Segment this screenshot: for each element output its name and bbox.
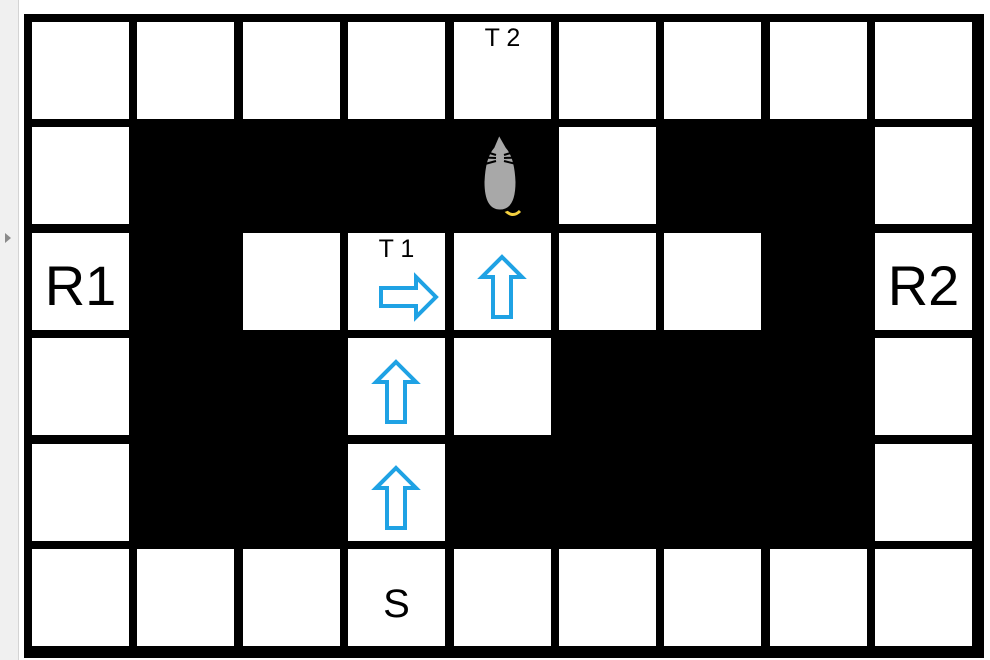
wall-cell-r4-c6 — [664, 444, 770, 541]
open-cell-r5-c0 — [32, 549, 129, 646]
wall-cell-r3-c6 — [664, 338, 770, 444]
open-cell-r2-c8: R2 — [875, 233, 972, 330]
open-cell-r2-c0: R1 — [32, 233, 129, 330]
wall-cell-r1-c1 — [137, 127, 243, 233]
open-cell-r3-c8 — [875, 338, 972, 435]
open-cell-r0-c5 — [559, 22, 656, 119]
open-cell-r1-c8 — [875, 127, 972, 224]
open-cell-r5-c5 — [559, 549, 656, 646]
wall-cell-r1-c4 — [454, 127, 551, 224]
open-cell-r0-c1 — [137, 22, 234, 119]
wall-cell-r1-c2 — [243, 127, 348, 224]
wall-cell-r4-c4 — [454, 444, 559, 541]
arrow-up-icon — [371, 465, 421, 530]
open-cell-r5-c2 — [243, 549, 340, 646]
wall-cell-r4-c7 — [770, 444, 867, 541]
open-cell-r0-c4: T 2 — [454, 22, 551, 119]
wall-cell-r2-c7 — [770, 233, 867, 338]
open-cell-r4-c3 — [348, 444, 445, 541]
wall-cell-r1-c7 — [770, 127, 867, 233]
wall-cell-r4-c1 — [137, 444, 243, 541]
side-panel-strip — [0, 0, 19, 660]
wall-cell-r4-c5 — [559, 444, 664, 541]
open-cell-r1-c5 — [559, 127, 656, 224]
open-cell-r2-c5 — [559, 233, 656, 330]
label-r1: R1 — [44, 254, 117, 317]
open-cell-r0-c3 — [348, 22, 445, 119]
wall-cell-r2-c1 — [137, 233, 234, 338]
wall-cell-r3-c5 — [559, 338, 664, 444]
open-cell-r0-c2 — [243, 22, 340, 119]
expand-arrow-icon[interactable] — [5, 233, 11, 243]
open-cell-r4-c8 — [875, 444, 972, 541]
wall-cell-r3-c7 — [770, 338, 867, 444]
label-s: S — [383, 582, 410, 626]
label-t2: T 2 — [484, 24, 521, 52]
open-cell-r3-c4 — [454, 338, 551, 435]
arrow-right-icon — [379, 272, 439, 322]
wall-cell-r1-c6 — [664, 127, 770, 224]
open-cell-r2-c6 — [664, 233, 761, 330]
open-cell-r5-c4 — [454, 549, 551, 646]
open-cell-r0-c6 — [664, 22, 761, 119]
wall-cell-r4-c2 — [243, 444, 340, 541]
open-cell-r3-c3 — [348, 338, 445, 435]
open-cell-r4-c0 — [32, 444, 129, 541]
open-cell-r2-c3: T 1 — [348, 233, 445, 330]
arrow-up-icon — [477, 254, 527, 319]
open-cell-r5-c6 — [664, 549, 761, 646]
open-cell-r5-c3: S — [348, 549, 445, 646]
arrow-up-icon — [371, 359, 421, 424]
open-cell-r0-c8 — [875, 22, 972, 119]
open-cell-r3-c0 — [32, 338, 129, 435]
mouse-icon — [469, 131, 538, 219]
label-t1: T 1 — [378, 235, 415, 263]
open-cell-r5-c8 — [875, 549, 972, 646]
open-cell-r0-c0 — [32, 22, 129, 119]
open-cell-r0-c7 — [770, 22, 867, 119]
open-cell-r1-c0 — [32, 127, 129, 224]
open-cell-r2-c4 — [454, 233, 551, 330]
label-r2: R2 — [887, 254, 960, 317]
open-cell-r2-c2 — [243, 233, 340, 330]
wall-cell-r3-c2 — [243, 338, 340, 444]
wall-cell-r1-c3 — [348, 127, 454, 224]
wall-cell-r3-c1 — [137, 338, 243, 444]
open-cell-r5-c7 — [770, 549, 867, 646]
open-cell-r5-c1 — [137, 549, 234, 646]
